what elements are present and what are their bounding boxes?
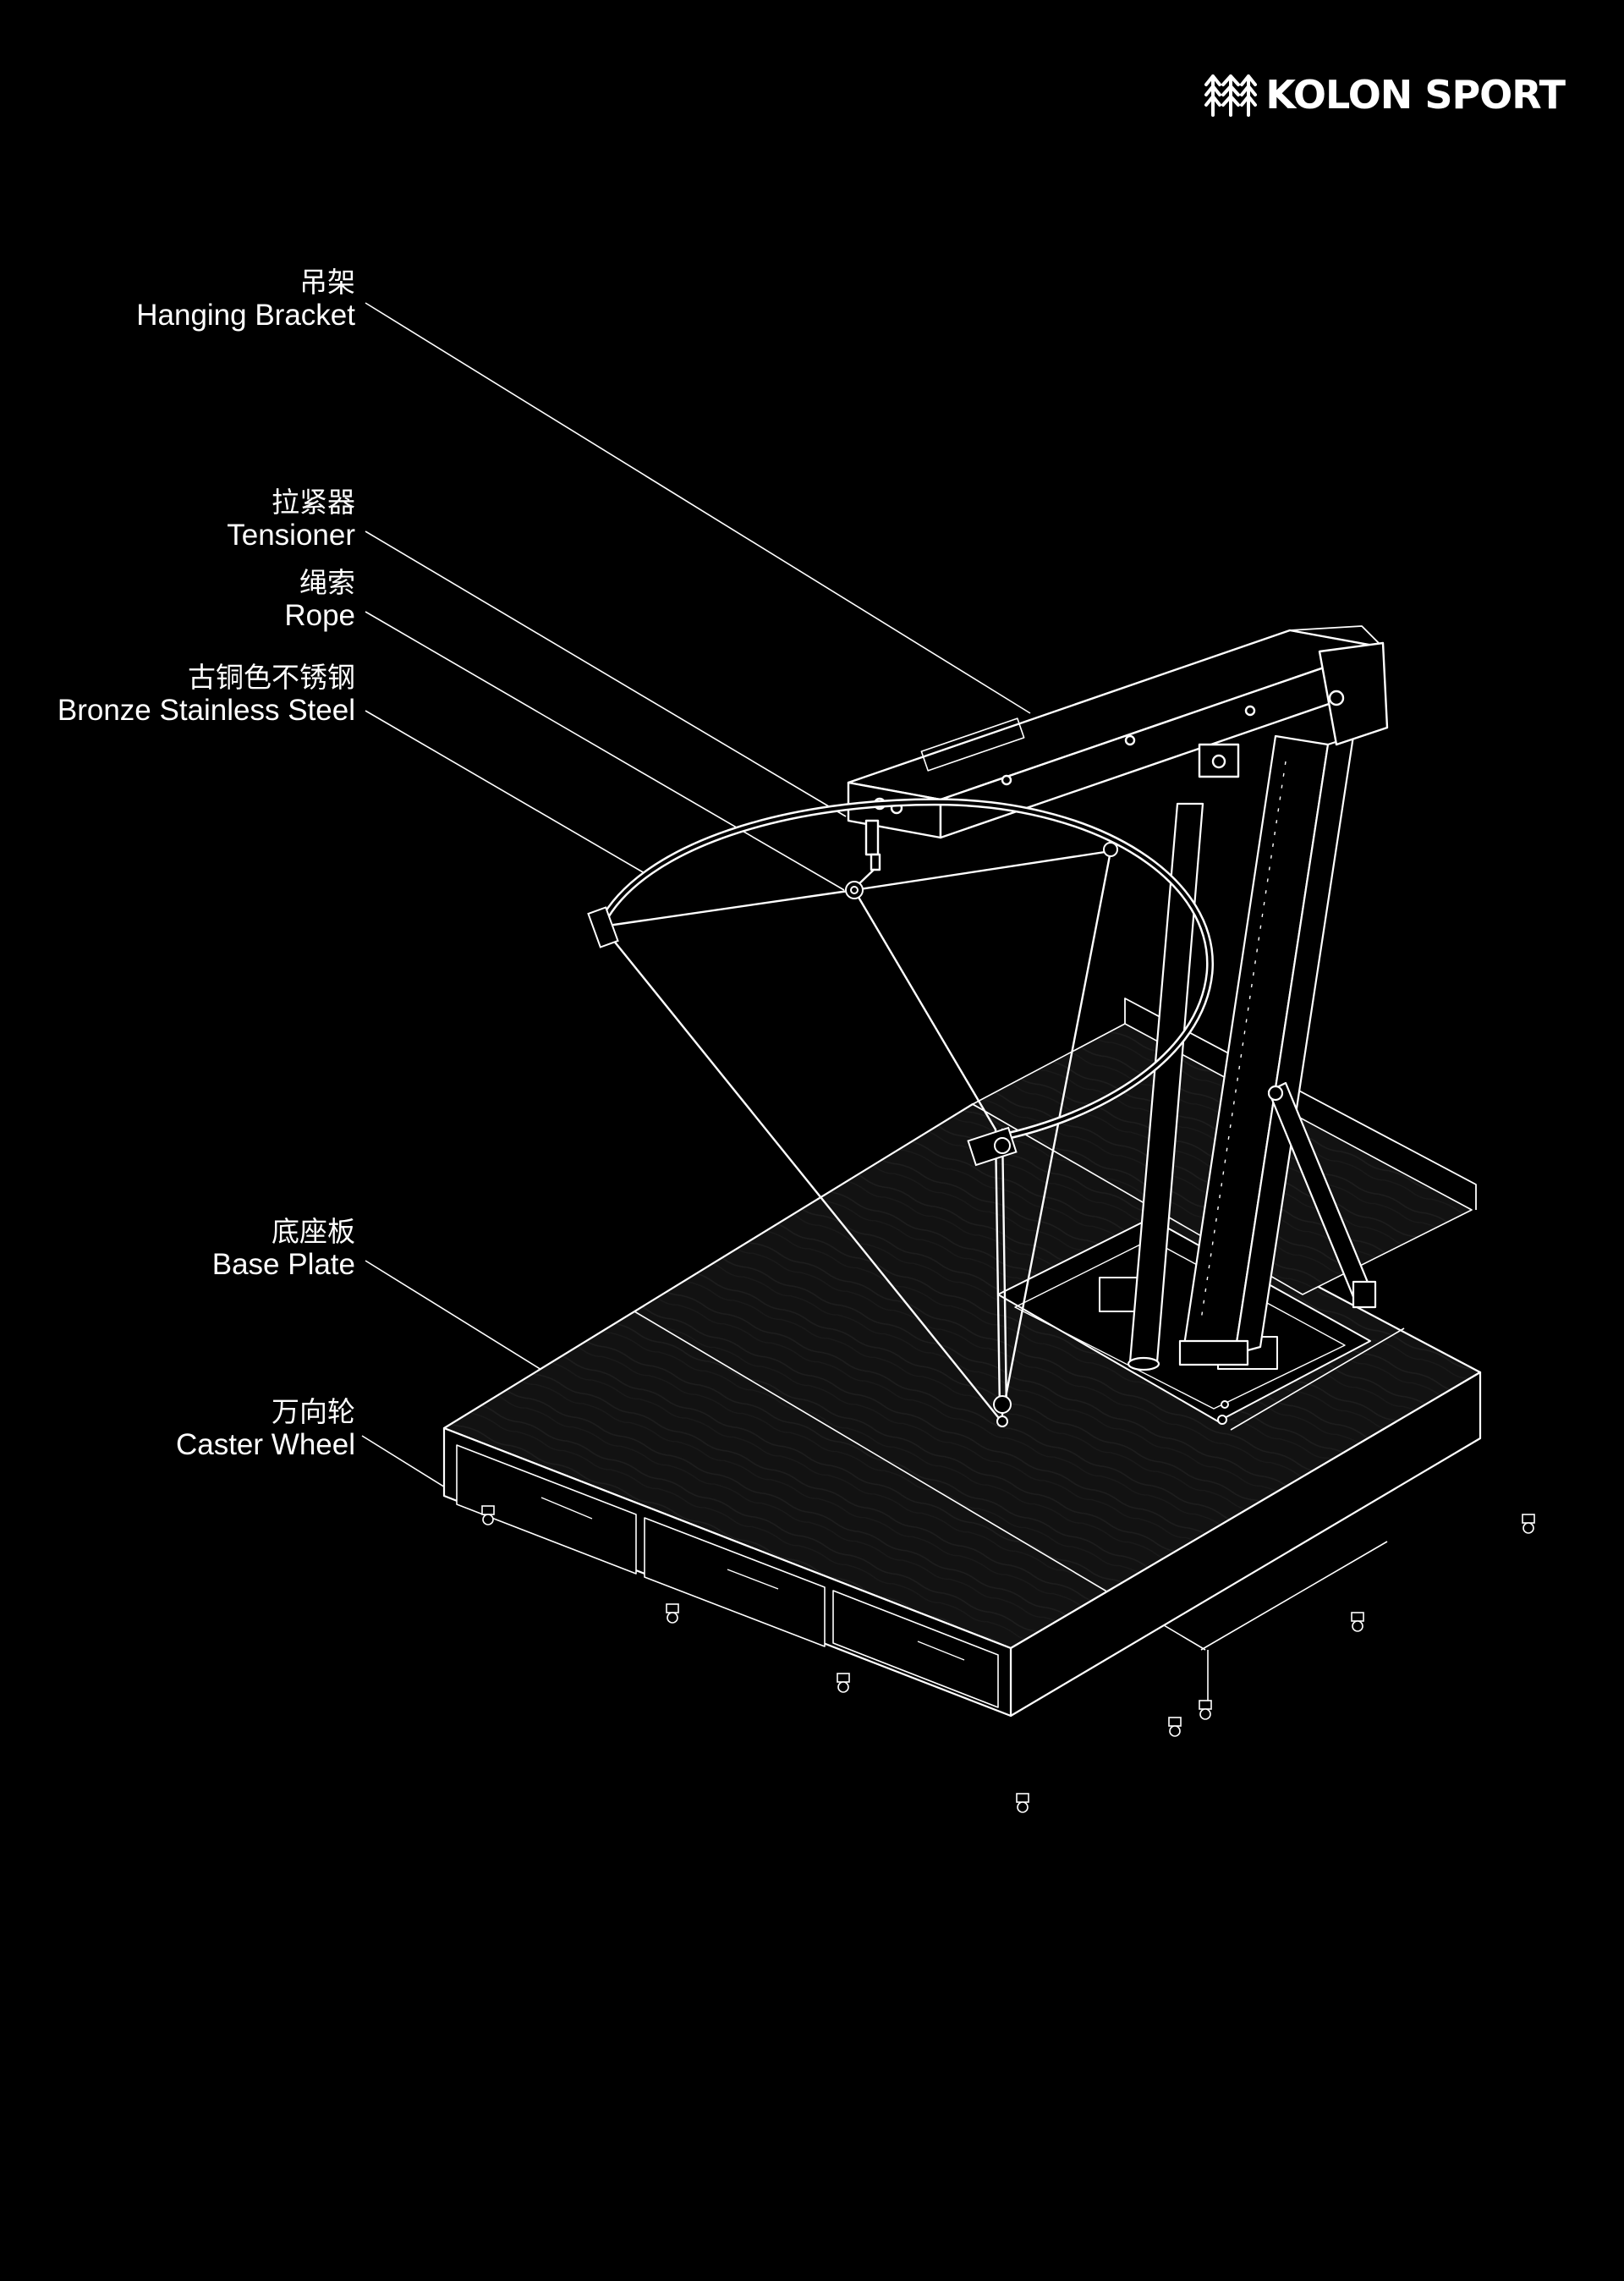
brand-logo: KOLON SPORT bbox=[1203, 71, 1566, 118]
label-en: Tensioner bbox=[227, 518, 355, 552]
leader-rope bbox=[365, 611, 845, 891]
caster-wheels bbox=[481, 1505, 1535, 1813]
leader-hanging-bracket bbox=[365, 302, 1031, 714]
label-en: Base Plate bbox=[211, 1247, 355, 1281]
board-seam-2 bbox=[1200, 1541, 1388, 1651]
rope-segment bbox=[601, 925, 1000, 1419]
rope-segment bbox=[853, 849, 1112, 892]
mast bbox=[1127, 734, 1377, 1371]
hanging-bracket bbox=[847, 625, 1389, 871]
rope-segment bbox=[601, 888, 856, 928]
brand-name: KOLON SPORT bbox=[1265, 72, 1566, 118]
caster-wheel bbox=[1522, 1514, 1535, 1534]
rope-segment bbox=[853, 888, 997, 1131]
caster-wheel bbox=[1168, 1717, 1182, 1737]
caster-wheel bbox=[481, 1505, 495, 1525]
caster-wheel bbox=[837, 1673, 850, 1693]
rope-segment bbox=[1001, 1128, 1008, 1413]
caster-wheel bbox=[666, 1603, 679, 1624]
label-en: Rope bbox=[284, 598, 355, 632]
label-cn: 绳索 bbox=[299, 566, 355, 599]
rope-segment bbox=[1001, 849, 1112, 1416]
label-en: Bronze Stainless Steel bbox=[57, 693, 355, 727]
label-en: Caster Wheel bbox=[175, 1427, 355, 1461]
label-cn: 吊架 bbox=[299, 266, 355, 299]
label-hanging-bracket: 吊架 Hanging Bracket bbox=[136, 267, 355, 333]
ropes bbox=[601, 849, 1112, 1419]
caster-wheel bbox=[1016, 1793, 1029, 1813]
fittings bbox=[587, 842, 1118, 1427]
label-base-plate: 底座板 Base Plate bbox=[212, 1216, 355, 1282]
caster-wheel bbox=[1199, 1700, 1212, 1720]
board-seam-3 bbox=[1230, 1327, 1405, 1431]
label-cn: 底座板 bbox=[272, 1215, 355, 1248]
rope-segment bbox=[994, 1128, 1001, 1413]
label-cn: 拉紧器 bbox=[272, 486, 355, 519]
label-bronze-stainless-steel: 古铜色不锈钢 Bronze Stainless Steel bbox=[58, 662, 355, 728]
caster-wheel bbox=[1351, 1612, 1364, 1632]
label-cn: 万向轮 bbox=[272, 1395, 355, 1428]
label-caster-wheel: 万向轮 Caster Wheel bbox=[176, 1396, 355, 1462]
bronze-stainless-steel-ring bbox=[598, 798, 1214, 1142]
label-tensioner: 拉紧器 Tensioner bbox=[227, 486, 355, 552]
kolon-tree-logo-icon bbox=[1204, 74, 1258, 117]
label-cn: 古铜色不锈钢 bbox=[188, 661, 355, 694]
leader-tensioner bbox=[365, 530, 847, 817]
leader-base-plate bbox=[365, 1260, 546, 1373]
label-rope: 绳索 Rope bbox=[284, 567, 355, 633]
label-en: Hanging Bracket bbox=[136, 298, 355, 332]
leader-bronze-stainless-steel bbox=[365, 710, 645, 874]
leader-lines bbox=[361, 302, 1031, 1509]
